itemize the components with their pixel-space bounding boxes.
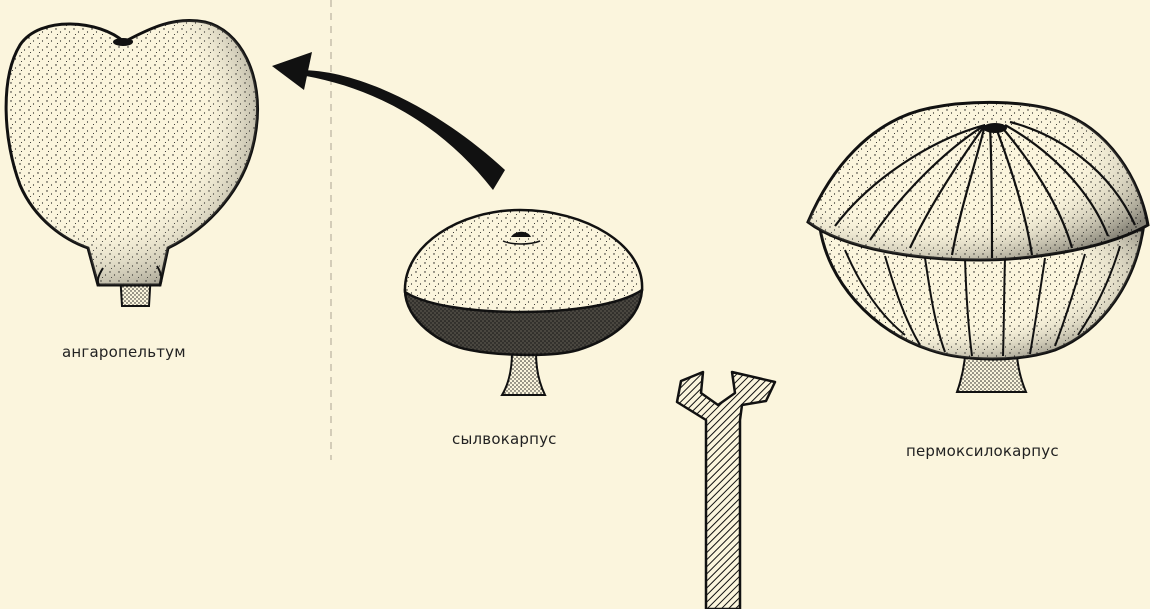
sylvocarpus-label: сылвокарпус [452, 430, 557, 448]
permoxylocarpus-label: пермоксилокарпус [906, 442, 1059, 460]
permoxylocarpus-illustration [808, 102, 1148, 392]
sylvocarpus-illustration [405, 210, 642, 395]
angaropeltum-label: ангаропельтум [62, 343, 186, 361]
angaropeltum-illustration [6, 20, 257, 306]
forked-arrow [677, 372, 775, 609]
curved-arrow [272, 52, 505, 190]
